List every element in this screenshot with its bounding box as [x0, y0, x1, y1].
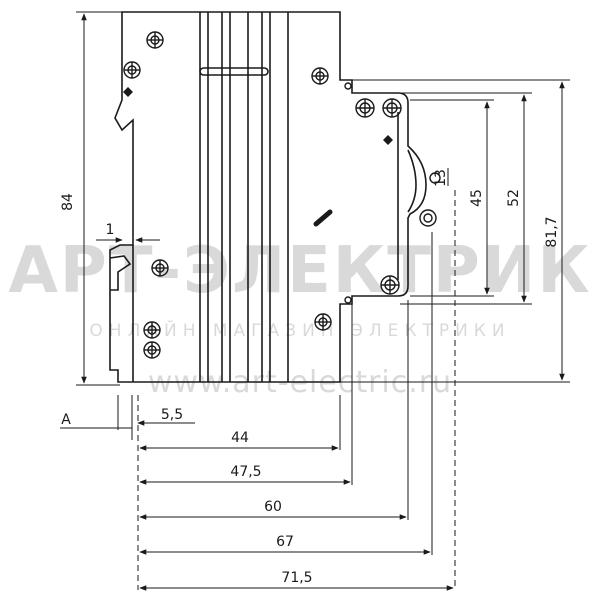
- dim-rail-step: 1: [106, 222, 115, 238]
- dim-depth-5: 67: [276, 534, 294, 550]
- reference-label: A: [61, 412, 71, 428]
- dim-overall-height: 84: [60, 193, 76, 211]
- dim-cover-span: 45: [469, 189, 485, 207]
- watermark-brand: АРТ-ЭЛЕКТРИК: [8, 234, 591, 308]
- device-body: [109, 11, 427, 383]
- screw-heads: [123, 31, 441, 359]
- dim-rail-height: 81,7: [544, 216, 560, 247]
- dim-terminal-span: 52: [506, 189, 522, 207]
- dim-terminal-radius: 13: [433, 169, 449, 187]
- dim-depth-1: 5,5: [161, 407, 183, 423]
- watermark-tagline: ОНЛАЙН МАГАЗИН ЭЛЕКТРИКИ: [89, 319, 510, 341]
- dim-depth-4: 60: [264, 499, 282, 515]
- dim-depth-3: 47,5: [230, 464, 261, 480]
- dim-depth-6: 71,5: [281, 570, 312, 586]
- dim-depth-2: 44: [231, 430, 249, 446]
- dimension-labels: 84 81,7 52 45 13 1 A 5,5 44 47,5 60 67 7…: [60, 169, 560, 586]
- dimension-lines: [60, 11, 570, 591]
- watermark: АРТ-ЭЛЕКТРИК ОНЛАЙН МАГАЗИН ЭЛЕКТРИКИ ww…: [8, 234, 591, 400]
